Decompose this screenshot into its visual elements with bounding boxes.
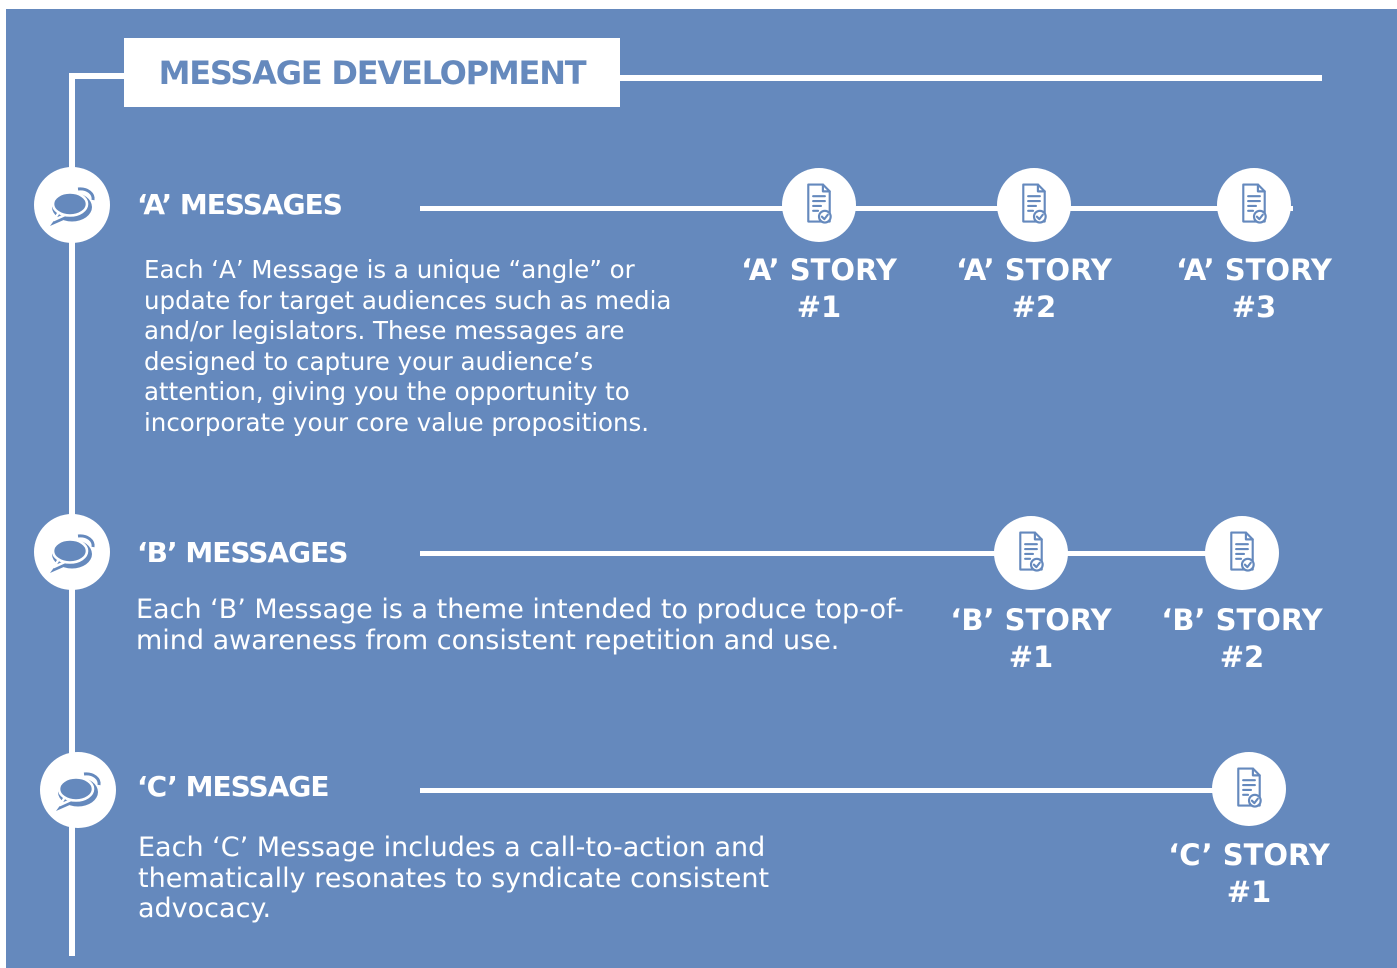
story-a2-title: ‘A’ STORY bbox=[956, 253, 1112, 287]
story-b2-title: ‘B’ STORY bbox=[1161, 603, 1323, 637]
section-b-title: ‘B’ MESSAGES bbox=[137, 536, 348, 569]
story-b2-label: ‘B’ STORY #2 bbox=[1142, 602, 1342, 676]
story-c1-label: ‘C’ STORY #1 bbox=[1149, 837, 1349, 911]
story-a2-label: ‘A’ STORY #2 bbox=[934, 252, 1134, 326]
story-b1-label: ‘B’ STORY #1 bbox=[931, 602, 1131, 676]
speech-bubbles-icon bbox=[34, 167, 110, 243]
document-check-icon bbox=[1212, 752, 1286, 826]
story-a3-title: ‘A’ STORY bbox=[1176, 253, 1332, 287]
section-c-description: Each ‘C’ Message includes a call-to-acti… bbox=[138, 832, 770, 924]
story-a2-number: #2 bbox=[1011, 290, 1057, 324]
section-c-title: ‘C’ MESSAGE bbox=[137, 770, 329, 803]
diagram-panel bbox=[6, 9, 1397, 968]
document-check-icon bbox=[782, 168, 856, 242]
story-a1-number: #1 bbox=[796, 290, 842, 324]
story-b1-number: #1 bbox=[1008, 640, 1054, 674]
story-a3-number: #3 bbox=[1231, 290, 1277, 324]
timeline-top-right-line bbox=[619, 75, 1322, 81]
section-b-connector bbox=[420, 551, 1240, 556]
title-box: MESSAGE DEVELOPMENT bbox=[124, 38, 620, 107]
story-a3-label: ‘A’ STORY #3 bbox=[1154, 252, 1354, 326]
speech-bubbles-icon bbox=[34, 514, 110, 590]
story-c1-number: #1 bbox=[1226, 875, 1272, 909]
document-check-icon bbox=[1205, 516, 1279, 590]
section-a-title: ‘A’ MESSAGES bbox=[137, 188, 343, 221]
section-a-description: Each ‘A’ Message is a unique “angle” or … bbox=[144, 255, 672, 437]
story-b1-title: ‘B’ STORY bbox=[950, 603, 1112, 637]
document-check-icon bbox=[994, 516, 1068, 590]
story-a1-title: ‘A’ STORY bbox=[741, 253, 897, 287]
page-title: MESSAGE DEVELOPMENT bbox=[158, 53, 587, 92]
section-c-connector bbox=[420, 788, 1250, 793]
story-b2-number: #2 bbox=[1219, 640, 1265, 674]
section-b-description: Each ‘B’ Message is a theme intended to … bbox=[136, 594, 904, 656]
timeline-top-left-line bbox=[69, 73, 125, 79]
speech-bubbles-icon bbox=[40, 752, 116, 828]
document-check-icon bbox=[997, 168, 1071, 242]
story-a1-label: ‘A’ STORY #1 bbox=[719, 252, 919, 326]
section-a-connector bbox=[420, 206, 1293, 211]
document-check-icon bbox=[1217, 168, 1291, 242]
story-c1-title: ‘C’ STORY bbox=[1168, 838, 1330, 872]
